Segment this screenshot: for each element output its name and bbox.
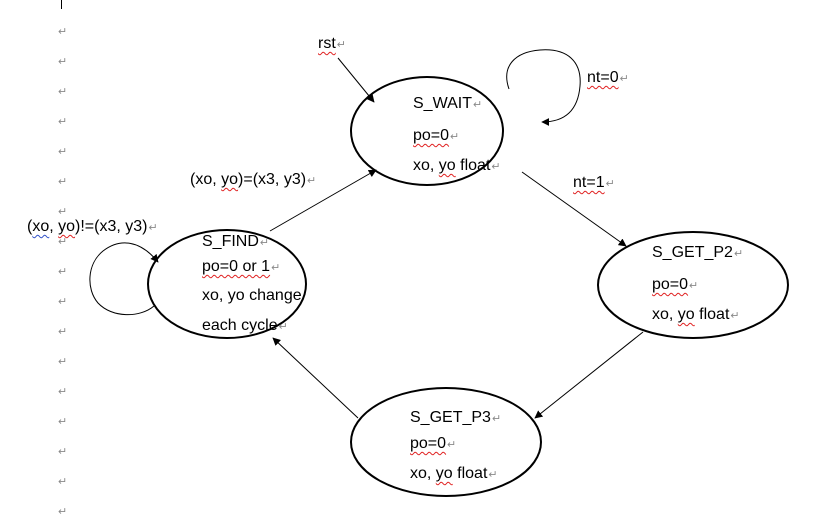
state-get-p2-output: po=0↵ [652,276,698,295]
get-p3-to-find-arrow [272,337,359,419]
paragraph-mark-icon: ↵ [58,56,68,68]
state-get-p3-title: S_GET_P3 [410,409,491,426]
state-find-xy: xo, yo change [202,287,302,305]
state-wait-po: po=0 [413,127,450,144]
state-find-cycle: each cycle↵ [202,317,288,336]
found-text-b: yo [221,171,239,188]
state-get-p2-title: S_GET_P2 [652,244,733,261]
rst-arrow [337,57,375,103]
state-wait-xy: xo, yo float↵ [413,157,501,176]
paragraph-mark-icon: ↵ [58,386,68,398]
rst-text: rst [318,35,336,52]
state-wait-output: po=0↵ [413,127,459,146]
paragraph-mark-icon: ↵ [58,146,68,158]
state-get-p3-xy-b: yo [435,465,453,482]
paragraph-mark-icon: ↵ [58,476,68,488]
notfound-text-b: xo [32,218,50,235]
paragraph-mark-icon: ↵ [450,131,460,143]
notfound-text-a: ( [27,218,33,235]
paragraph-mark-icon: ↵ [58,266,68,278]
notfound-text-c: , [49,218,59,235]
paragraph-mark-icon: ↵ [58,416,68,428]
paragraph-mark-icon: ↵ [58,356,68,368]
state-get-p3-output: po=0↵ [410,435,456,454]
paragraph-mark-icon: ↵ [336,39,346,51]
nt0-text: nt=0 [587,69,619,86]
state-get-p3-xy: xo, yo float↵ [410,465,498,484]
wait-to-get-p2-arrow [521,171,627,247]
state-find-xy-text: xo, yo change [202,287,302,304]
paragraph-mark-icon: ↵ [619,73,629,85]
paragraph-mark-icon: ↵ [605,178,615,190]
not-found-condition-label: (xo, yo)!=(x3, y3)↵ [27,218,158,237]
paragraph-mark-icon: ↵ [58,176,68,188]
paragraph-mark-icon: ↵ [259,237,270,249]
state-get-p3-name: S_GET_P3↵ [410,409,501,428]
paragraph-mark-icon: ↵ [148,222,158,234]
state-find-po: po=0 or 1 [202,258,271,275]
paragraph-mark-icon: ↵ [58,326,68,338]
nt1-text: nt=1 [573,174,605,191]
paragraph-mark-icon: ↵ [58,506,68,518]
paragraph-mark-icon: ↵ [58,296,68,308]
state-get-p2-xy-c: float [694,306,730,323]
state-wait-xy-b: yo [438,157,456,174]
state-get-p2-xy-b: yo [677,306,695,323]
nt1-label: nt=1↵ [573,174,615,193]
paragraph-mark-icon: ↵ [491,161,501,173]
notfound-text-d: yo [58,218,76,235]
paragraph-mark-icon: ↵ [58,86,68,98]
nt0-label: nt=0↵ [587,69,629,88]
notfound-text-e: )!=(x3, y3) [75,218,148,235]
state-wait-xy-c: float [455,157,491,174]
state-get-p2-ellipse [597,231,789,339]
state-find-name: S_FIND↵ [202,233,269,252]
find-self-loop-arrow [89,242,159,316]
paragraph-mark-icon: ↵ [58,446,68,458]
paragraph-mark-icon: ↵ [472,99,483,111]
paragraph-mark-icon: ↵ [271,262,281,274]
state-get-p2-xy-a: xo, [652,306,678,323]
paragraph-mark-icon: ↵ [58,26,68,38]
state-get-p3-ellipse [350,387,542,497]
rst-label: rst↵ [318,35,346,54]
state-wait-xy-a: xo, [413,157,439,174]
state-find-title: S_FIND [202,233,259,250]
state-get-p3-xy-a: xo, [410,465,436,482]
text-cursor [61,0,62,9]
state-wait-ellipse [350,76,504,186]
state-get-p2-xy: xo, yo float↵ [652,306,740,325]
paragraph-mark-icon: ↵ [488,469,498,481]
found-text-c: )=(x3, y3) [238,171,307,188]
wait-self-loop-arrow [506,49,581,126]
paragraph-mark-icon: ↵ [447,439,457,451]
paragraph-mark-icon: ↵ [730,310,740,322]
get-p2-to-get-p3-arrow [534,331,644,419]
state-find-ellipse [147,229,307,339]
found-condition-label: (xo, yo)=(x3, y3)↵ [190,171,316,190]
state-get-p2-name: S_GET_P2↵ [652,244,743,263]
paragraph-mark-icon: ↵ [491,413,502,425]
state-wait-name: S_WAIT↵ [413,95,482,114]
paragraph-mark-icon: ↵ [733,248,744,260]
paragraph-mark-icon: ↵ [58,206,68,218]
paragraph-mark-icon: ↵ [58,236,68,248]
state-get-p3-xy-c: float [452,465,488,482]
paragraph-mark-icon: ↵ [307,175,317,187]
paragraph-mark-icon: ↵ [58,116,68,128]
paragraph-mark-icon: ↵ [689,280,699,292]
state-get-p2-po: po=0 [652,276,689,293]
state-find-cycle-text: each cycle [202,317,278,334]
state-get-p3-po: po=0 [410,435,447,452]
find-to-wait-arrow [269,169,377,232]
state-find-output: po=0 or 1↵ [202,258,280,277]
paragraph-mark-icon: ↵ [278,321,288,333]
state-wait-title: S_WAIT [413,95,472,112]
found-text-a: (xo, [190,171,222,188]
